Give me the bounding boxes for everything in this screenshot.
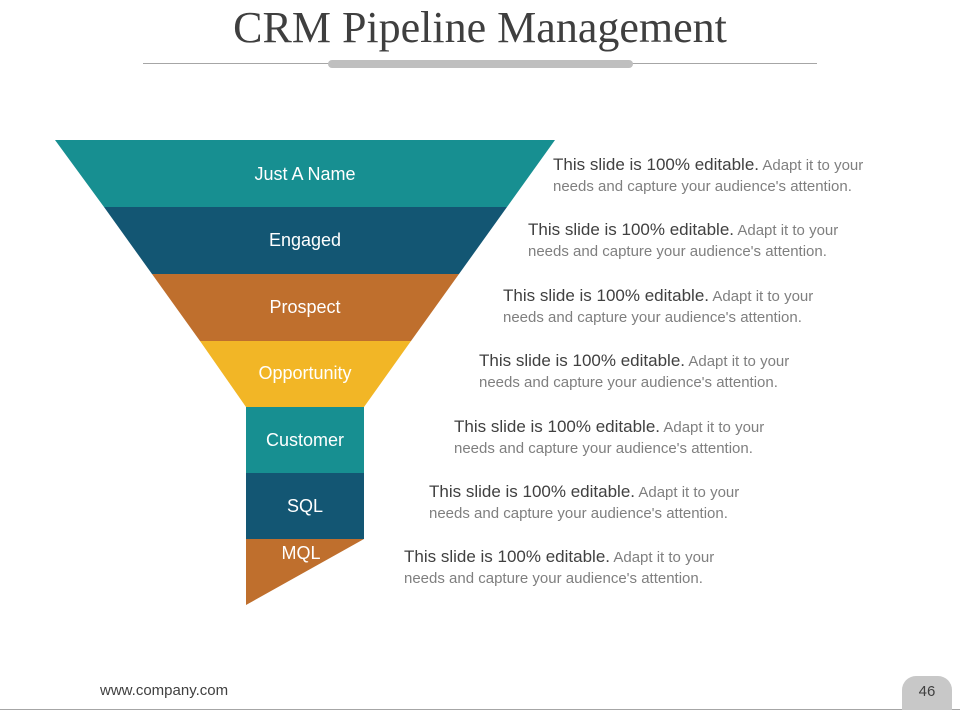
stage-label-engaged: Engaged	[269, 230, 341, 250]
description-line2: needs and capture your audience's attent…	[454, 440, 753, 457]
description-line2: needs and capture your audience's attent…	[503, 309, 802, 326]
stage-description-just-a-name: This slide is 100% editable. Adapt it to…	[553, 154, 863, 197]
description-line2: needs and capture your audience's attent…	[429, 505, 728, 522]
funnel-stage-customer	[246, 407, 364, 473]
description-line2: needs and capture your audience's attent…	[553, 178, 852, 195]
funnel-stage-prospect	[152, 274, 459, 341]
description-rest: Adapt it to your	[759, 157, 864, 174]
description-lead: This slide is 100% editable.	[528, 220, 735, 239]
page-number-badge: 46	[902, 676, 952, 710]
description-lead: This slide is 100% editable.	[404, 547, 611, 566]
stage-label-mql: MQL	[281, 543, 320, 563]
description-rest: Adapt it to your	[734, 222, 839, 239]
stage-label-customer: Customer	[266, 430, 344, 450]
funnel-stage-mql	[246, 539, 364, 605]
slide-title: CRM Pipeline Management	[233, 3, 727, 52]
description-rest: Adapt it to your	[610, 549, 715, 566]
stage-label-sql: SQL	[287, 496, 323, 516]
funnel-stage-sql	[246, 473, 364, 539]
description-rest: Adapt it to your	[635, 484, 740, 501]
description-rest: Adapt it to your	[685, 353, 790, 370]
description-lead: This slide is 100% editable.	[479, 351, 686, 370]
stage-description-mql: This slide is 100% editable. Adapt it to…	[404, 546, 714, 589]
stage-description-opportunity: This slide is 100% editable. Adapt it to…	[479, 350, 789, 393]
description-lead: This slide is 100% editable.	[503, 286, 710, 305]
funnel-stage-engaged	[104, 207, 507, 274]
description-lead: This slide is 100% editable.	[454, 417, 661, 436]
title-accent-bar	[328, 60, 633, 68]
description-line2: needs and capture your audience's attent…	[404, 570, 703, 587]
description-lead: This slide is 100% editable.	[553, 155, 760, 174]
stage-label-prospect: Prospect	[269, 297, 340, 317]
footer-url: www.company.com	[100, 682, 229, 699]
stage-description-customer: This slide is 100% editable. Adapt it to…	[454, 416, 764, 459]
description-line2: needs and capture your audience's attent…	[479, 374, 778, 391]
description-rest: Adapt it to your	[709, 288, 814, 305]
stage-label-opportunity: Opportunity	[258, 363, 351, 383]
stage-description-sql: This slide is 100% editable. Adapt it to…	[429, 481, 739, 524]
stage-label-just-a-name: Just A Name	[254, 164, 355, 184]
funnel-stage-just-a-name	[55, 140, 555, 207]
description-rest: Adapt it to your	[660, 419, 765, 436]
description-line2: needs and capture your audience's attent…	[528, 243, 827, 260]
funnel-stage-opportunity	[200, 341, 411, 407]
description-lead: This slide is 100% editable.	[429, 482, 636, 501]
footer-divider	[0, 709, 960, 710]
stage-description-engaged: This slide is 100% editable. Adapt it to…	[528, 219, 838, 262]
stage-description-prospect: This slide is 100% editable. Adapt it to…	[503, 285, 813, 328]
